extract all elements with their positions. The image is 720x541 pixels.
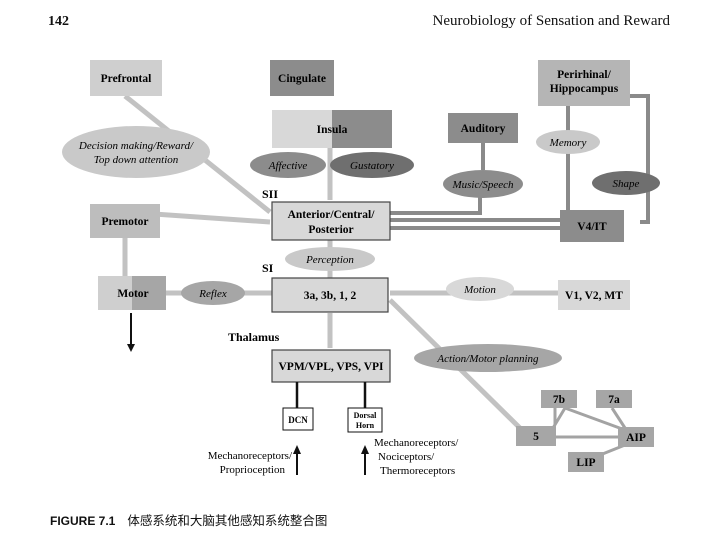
dcn-pathway: DCN bbox=[282, 382, 314, 475]
visual-connectors bbox=[390, 94, 650, 230]
si-label: SI bbox=[262, 261, 274, 275]
v1v2mt-label: V1, V2, MT bbox=[565, 290, 623, 302]
area-7b-label: 7b bbox=[553, 394, 565, 406]
mech-right-line1: Mechanoreceptors/ bbox=[374, 437, 459, 449]
premotor-label: Premotor bbox=[101, 216, 148, 228]
action-motor-label: Action/Motor planning bbox=[436, 353, 539, 365]
dorsal-horn-label-line2: Horn bbox=[356, 421, 375, 430]
area-5-label: 5 bbox=[533, 431, 539, 443]
mech-right-line2: Nociceptors/ bbox=[378, 451, 435, 463]
aip-label: AIP bbox=[626, 432, 646, 444]
area-5-box: 5 bbox=[516, 426, 556, 446]
lip-label: LIP bbox=[576, 457, 595, 469]
auditory-box: Auditory bbox=[448, 113, 518, 143]
v4it-box: V4/IT bbox=[560, 210, 624, 242]
sii-area-box: Anterior/Central/ Posterior bbox=[271, 201, 391, 241]
thalamus-nuclei-label: VPM/VPL, VPS, VPI bbox=[279, 361, 385, 373]
area-7b-box: 7b bbox=[541, 390, 577, 408]
gustatory-ellipse: Gustatory bbox=[330, 152, 414, 178]
sii-label: SII bbox=[262, 187, 278, 201]
prefrontal-box: Prefrontal bbox=[90, 60, 162, 96]
mechanoreceptors-left: Mechanoreceptors/ Proprioception bbox=[208, 450, 293, 476]
perirhinal-box: Perirhinal/ Hippocampus bbox=[538, 60, 630, 106]
lip-box: LIP bbox=[568, 452, 604, 472]
figure-caption: FIGURE 7.1 体感系统和大脑其他感知系统整合图 bbox=[50, 510, 327, 529]
motion-ellipse: Motion bbox=[446, 277, 514, 301]
decision-line2: Top down attention bbox=[94, 154, 179, 166]
cingulate-box: Cingulate bbox=[270, 60, 334, 96]
area-7a-label: 7a bbox=[608, 394, 620, 406]
reflex-ellipse: Reflex bbox=[181, 281, 245, 305]
auditory-label: Auditory bbox=[461, 123, 506, 135]
cingulate-label: Cingulate bbox=[278, 73, 326, 85]
motor-label: Motor bbox=[117, 288, 148, 300]
mech-left-line2: Proprioception bbox=[220, 464, 286, 476]
page-number: 142 bbox=[48, 14, 69, 29]
motor-output-arrow bbox=[127, 313, 135, 352]
dorsal-horn-label-line1: Dorsal bbox=[354, 411, 377, 420]
shape-ellipse: Shape bbox=[592, 171, 660, 195]
premotor-box: Premotor bbox=[90, 204, 160, 238]
music-speech-label: Music/Speech bbox=[451, 179, 514, 191]
music-speech-ellipse: Music/Speech bbox=[443, 170, 523, 198]
mechanoreceptors-right: Mechanoreceptors/ Nociceptors/ Thermorec… bbox=[374, 437, 459, 477]
sii-areas-line2: Posterior bbox=[308, 224, 353, 236]
motor-box: Motor bbox=[98, 276, 166, 310]
insula-box: Insula bbox=[272, 110, 392, 148]
figure-caption-text: 体感系统和大脑其他感知系统整合图 bbox=[127, 513, 328, 528]
si-areas-label: 3a, 3b, 1, 2 bbox=[304, 290, 357, 302]
mech-left-line1: Mechanoreceptors/ bbox=[208, 450, 293, 462]
decision-making-ellipse: Decision making/Reward/ Top down attenti… bbox=[62, 126, 210, 178]
shape-label: Shape bbox=[613, 178, 640, 190]
motion-label: Motion bbox=[463, 284, 496, 296]
affective-ellipse: Affective bbox=[250, 152, 326, 178]
perirhinal-label-line2: Hippocampus bbox=[550, 83, 619, 95]
figure-label: FIGURE 7.1 bbox=[50, 514, 116, 528]
parietal-connectors bbox=[548, 406, 627, 457]
v4it-label: V4/IT bbox=[577, 221, 607, 233]
insula-label: Insula bbox=[317, 124, 348, 136]
mech-right-line3: Thermoreceptors bbox=[380, 465, 455, 477]
aip-box: AIP bbox=[618, 427, 654, 447]
gustatory-label: Gustatory bbox=[350, 160, 394, 172]
prefrontal-label: Prefrontal bbox=[101, 73, 152, 85]
running-head-title: Neurobiology of Sensation and Reward bbox=[432, 13, 670, 29]
si-area-box: 3a, 3b, 1, 2 bbox=[271, 277, 389, 313]
memory-ellipse: Memory bbox=[536, 130, 600, 154]
affective-label: Affective bbox=[268, 160, 308, 172]
perirhinal-label-line1: Perirhinal/ bbox=[557, 69, 611, 81]
thalamus-label: Thalamus bbox=[228, 330, 280, 344]
thalamus-box: VPM/VPL, VPS, VPI bbox=[271, 349, 391, 383]
sii-areas-line1: Anterior/Central/ bbox=[288, 209, 376, 221]
v1v2mt-box: V1, V2, MT bbox=[558, 280, 630, 310]
area-7a-box: 7a bbox=[596, 390, 632, 408]
perception-ellipse: Perception bbox=[285, 247, 375, 271]
reflex-label: Reflex bbox=[198, 288, 227, 300]
dcn-label: DCN bbox=[288, 415, 308, 425]
action-motor-ellipse: Action/Motor planning bbox=[414, 344, 562, 372]
decision-line1: Decision making/Reward/ bbox=[78, 140, 194, 152]
dorsal-horn-pathway: Dorsal Horn bbox=[347, 382, 383, 475]
perception-label: Perception bbox=[305, 254, 354, 266]
memory-label: Memory bbox=[549, 137, 587, 149]
